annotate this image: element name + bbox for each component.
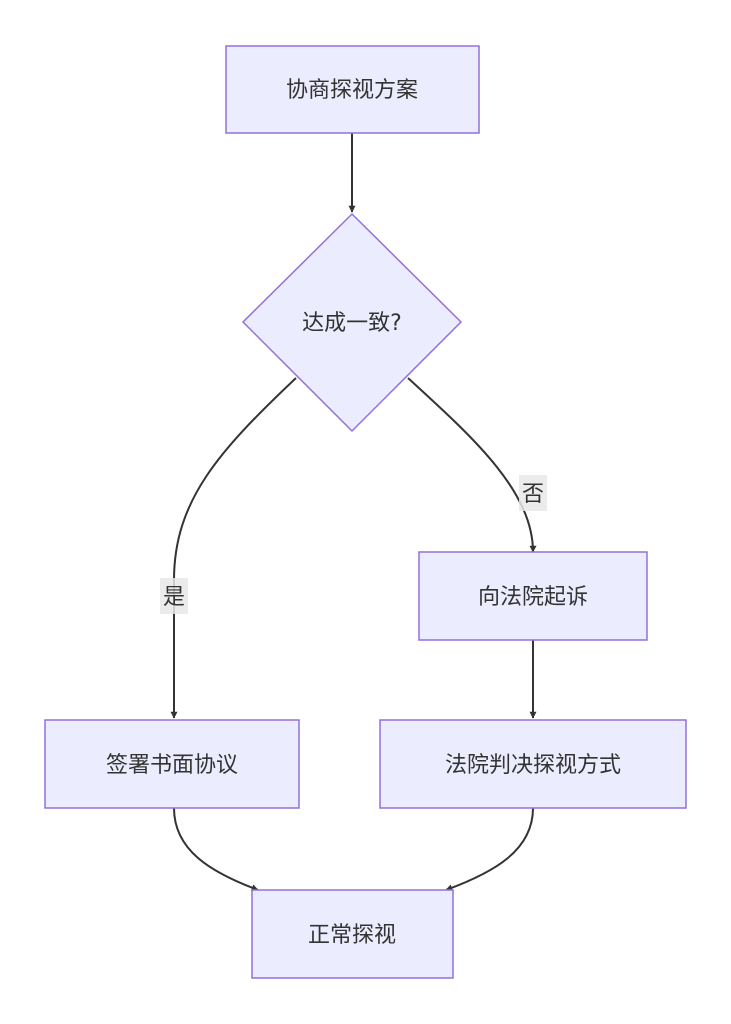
- node-sign-label: 签署书面协议: [106, 753, 238, 778]
- edge-court-to-normal: [445, 807, 534, 892]
- node-sue-label: 向法院起诉: [478, 585, 588, 610]
- node-normal: 正常探视: [251, 889, 454, 979]
- edge-label-no: 否: [519, 475, 547, 511]
- edge-sign-to-normal: [173, 807, 259, 892]
- node-court: 法院判决探视方式: [379, 719, 687, 809]
- edge-agree-to-sue: [407, 377, 537, 553]
- node-agree-decision: 达成一致?: [241, 212, 463, 433]
- node-sign: 签署书面协议: [44, 719, 300, 809]
- edge-agree-to-sign: [170, 377, 297, 719]
- node-negotiate: 协商探视方案: [225, 45, 480, 134]
- node-sue: 向法院起诉: [418, 551, 648, 641]
- node-normal-label: 正常探视: [308, 923, 396, 948]
- edge-label-yes: 是: [160, 578, 188, 614]
- node-agree-label: 达成一致?: [302, 311, 402, 336]
- node-negotiate-label: 协商探视方案: [286, 78, 418, 103]
- edge-label-no-text: 否: [522, 482, 544, 507]
- node-court-label: 法院判决探视方式: [445, 753, 621, 778]
- edge-label-yes-text: 是: [163, 585, 185, 610]
